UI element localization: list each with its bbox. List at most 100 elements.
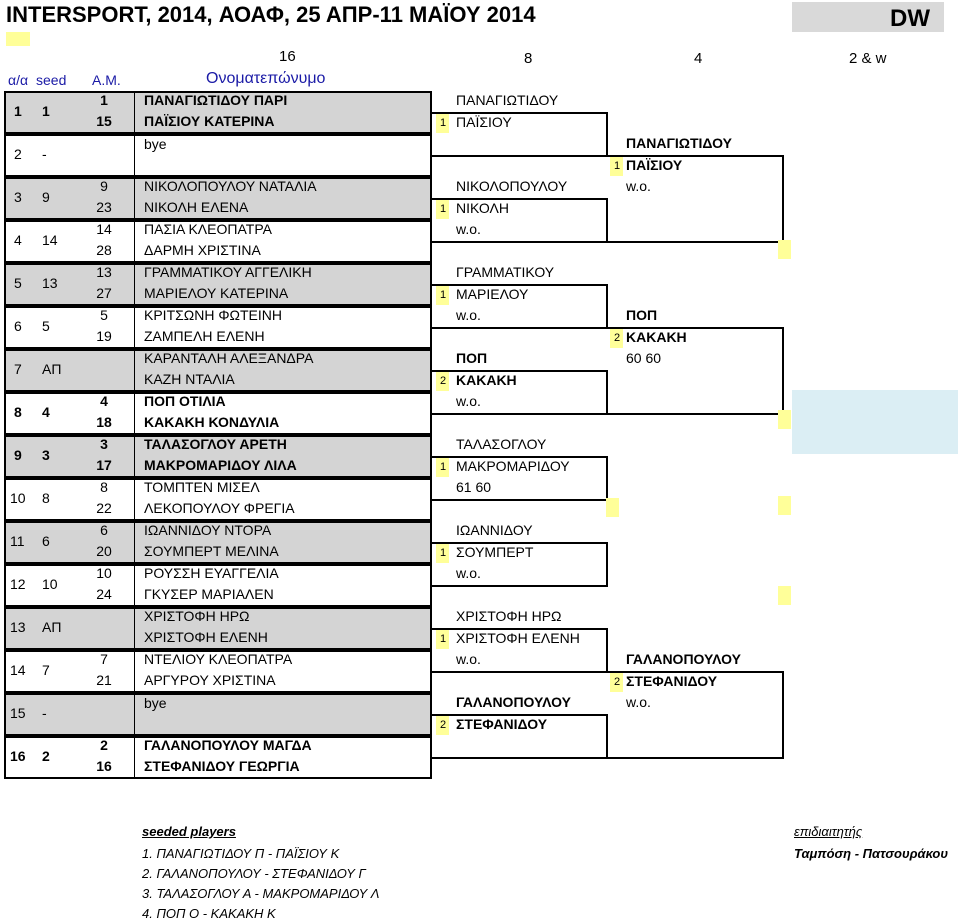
mark-cell <box>610 673 623 692</box>
player-name: ΚΑΖΗ ΝΤΑΛΙΑ <box>144 371 235 387</box>
pair-seed: 1 <box>42 103 50 119</box>
mark-cell <box>436 458 449 477</box>
r8-mark: 1 <box>440 289 447 301</box>
player-name: ΠΑΣΙΑ ΚΛΕΟΠΑΤΡΑ <box>144 221 272 237</box>
r8-team-a: ΤΑΛΑΣΟΓΛΟΥ <box>456 436 547 452</box>
r8-score: 61 60 <box>456 479 492 495</box>
player-name: ΚΡΙΤΣΩΝΗ ΦΩΤΕΙΝΗ <box>144 307 282 323</box>
pair-position: 8 <box>14 404 22 420</box>
player-am: 14 <box>96 221 112 237</box>
player-am: 22 <box>96 500 112 516</box>
referee-name: Ταμπόση - Πατσουράκου <box>794 846 949 861</box>
pair-position: 15 <box>10 705 26 721</box>
bracket-connector <box>432 284 608 329</box>
mark-cell <box>610 329 623 348</box>
round-header-4: 4 <box>694 50 703 67</box>
r4-score: w.o. <box>626 178 651 194</box>
pair-divider <box>134 523 135 562</box>
player-name: ΙΩΑΝΝΙΔΟΥ ΝΤΟΡΑ <box>144 522 272 538</box>
pair-position: 16 <box>10 748 26 764</box>
bracket-connector <box>432 112 608 157</box>
mark-cell <box>436 114 449 133</box>
player-am: 10 <box>96 565 112 581</box>
pair-divider <box>134 480 135 519</box>
player-am: 16 <box>96 758 112 774</box>
seeded-item: 1. ΠΑΝΑΓΙΩΤΙΔΟΥ Π - ΠΑΪΣΙΟΥ Κ <box>142 846 340 861</box>
col-header-name: Ονοματεπώνυμο <box>206 70 326 87</box>
player-am: 23 <box>96 199 112 215</box>
bracket-connector <box>432 714 608 759</box>
pair-seed: 4 <box>42 404 50 420</box>
r4-mark: 2 <box>614 332 621 344</box>
player-am: 4 <box>100 393 108 409</box>
draw-pair <box>4 564 432 607</box>
pair-divider <box>134 566 135 605</box>
player-name: ΑΡΓΥΡΟΥ ΧΡΙΣΤΙΝΑ <box>144 672 276 688</box>
r8-team-b: ΣΤΕΦΑΝΙΔΟΥ <box>456 716 548 732</box>
r8-mark: 2 <box>440 375 447 387</box>
seeded-item: 4. ΠΟΠ Ο - ΚΑΚΑΚΗ Κ <box>142 906 276 921</box>
round-header-16: 16 <box>279 48 296 65</box>
pair-divider <box>134 179 135 218</box>
r8-score: w.o. <box>456 221 481 237</box>
pair-seed: 7 <box>42 662 50 678</box>
r4-team-b: ΠΑΪΣΙΟΥ <box>626 157 683 173</box>
draw-pair <box>4 650 432 693</box>
r4-score: 60 60 <box>626 350 662 366</box>
pair-position: 11 <box>10 533 25 549</box>
event-code: DW <box>890 5 930 32</box>
r8-team-a: ΠΟΠ <box>456 350 488 366</box>
pair-divider <box>134 351 135 390</box>
bracket-connector <box>432 542 608 587</box>
bracket-connector <box>432 628 608 673</box>
draw-pair <box>4 521 432 564</box>
player-name: ΜΑΚΡΟΜΑΡΙΔΟΥ ΛΙΛΑ <box>144 457 297 473</box>
pair-position: 9 <box>14 447 22 463</box>
pair-position: 7 <box>14 361 22 377</box>
r4-team-a: ΠΑΝΑΓΙΩΤΙΔΟΥ <box>626 135 732 151</box>
r8-mark: 1 <box>440 461 447 473</box>
player-am: 21 <box>96 672 112 688</box>
mark-cell <box>778 410 791 429</box>
pair-divider <box>134 308 135 347</box>
mark-cell <box>606 498 619 517</box>
player-am: 3 <box>100 436 108 452</box>
mark-cell <box>778 240 791 259</box>
player-name: ΛΕΚΟΠΟΥΛΟΥ ΦΡΕΓΙΑ <box>144 500 295 516</box>
player-am: 2 <box>100 737 108 753</box>
seeded-item: 3. ΤΑΛΑΣΟΓΛΟΥ Α - ΜΑΚΡΟΜΑΡΙΔΟΥ Λ <box>142 886 380 901</box>
bracket-connector <box>432 370 608 415</box>
player-name: ΧΡΙΣΤΟΦΗ ΗΡΩ <box>144 608 250 624</box>
pair-position: 1 <box>14 103 22 119</box>
pair-position: 3 <box>14 189 22 205</box>
player-name: ΠΟΠ ΟΤΙΛΙΑ <box>144 393 226 409</box>
r8-mark: 2 <box>440 719 447 731</box>
pair-position: 5 <box>14 275 22 291</box>
player-am: 13 <box>96 264 112 280</box>
pair-position: 12 <box>10 576 26 592</box>
r8-team-a: ΓΑΛΑΝΟΠΟΥΛΟΥ <box>456 694 571 710</box>
r8-score: w.o. <box>456 651 481 667</box>
r4-score: w.o. <box>626 694 651 710</box>
draw-pair <box>4 177 432 220</box>
bye-label: bye <box>144 695 167 711</box>
bracket-connector <box>432 456 608 501</box>
pair-seed: ΑΠ <box>42 619 62 635</box>
r8-team-b: ΝΙΚΟΛΗ <box>456 200 510 216</box>
referee-label: επιδιαιτητής <box>794 824 863 839</box>
player-name: ΝΙΚΟΛΗ ΕΛΕΝΑ <box>144 199 249 215</box>
pair-divider <box>134 437 135 476</box>
r4-mark: 1 <box>614 160 621 172</box>
round-header-8: 8 <box>524 50 533 67</box>
draw-pair <box>4 435 432 478</box>
r8-score: w.o. <box>456 565 481 581</box>
bracket-connector <box>432 198 608 243</box>
mark-cell <box>436 544 449 563</box>
r8-team-a: ΠΑΝΑΓΙΩΤΙΔΟΥ <box>456 92 559 108</box>
draw-pair <box>4 392 432 435</box>
highlight-cell <box>792 390 958 454</box>
player-name: ΚΑΚΑΚΗ ΚΟΝΔΥΛΙΑ <box>144 414 280 430</box>
pair-divider <box>134 394 135 433</box>
player-name: ΤΟΜΠΤΕΝ ΜΙΣΕΛ <box>144 479 260 495</box>
pair-position: 2 <box>14 146 22 162</box>
